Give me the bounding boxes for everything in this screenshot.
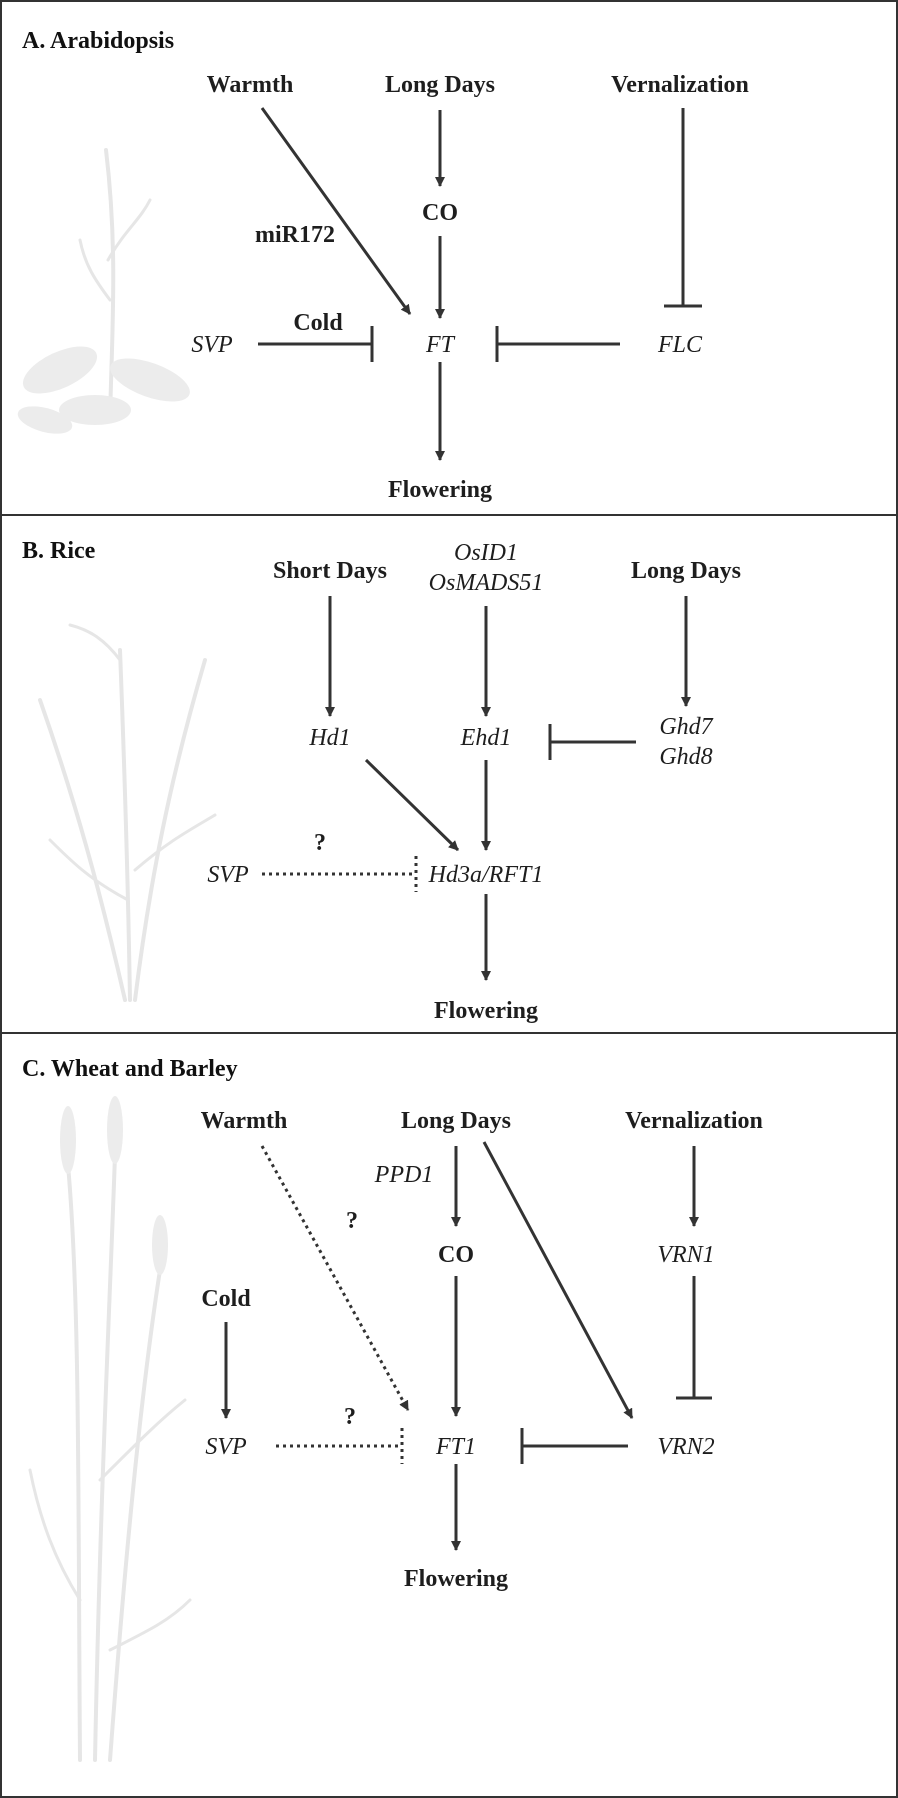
warmth-question-mark: ? [346, 1208, 358, 1234]
mir172-label: miR172 [255, 222, 335, 248]
svp-label: SVP [207, 862, 249, 888]
vrn1-label: VRN1 [657, 1242, 714, 1268]
long-days-label: Long Days [631, 558, 741, 584]
vernalization-label: Vernalization [611, 72, 749, 98]
hd1-label: Hd1 [308, 725, 350, 751]
long-days-label: Long Days [385, 72, 495, 98]
short-days-label: Short Days [273, 558, 387, 584]
panel-c-title: C. Wheat and Barley [22, 1056, 238, 1082]
osid1-label: OsID1 [454, 540, 518, 566]
ghd7-label: Ghd7 [659, 714, 713, 740]
vrn2-label: VRN2 [657, 1434, 714, 1460]
co-label: CO [438, 1242, 474, 1268]
ppd1-label: PPD1 [374, 1162, 434, 1188]
flowering-label: Flowering [434, 998, 538, 1024]
svp-label: SVP [205, 1434, 247, 1460]
ft-label: FT [425, 332, 456, 358]
warmth-label: Warmth [201, 1108, 288, 1134]
flowering-label: Flowering [404, 1566, 508, 1592]
ghd8-label: Ghd8 [659, 744, 712, 770]
svp-question-mark: ? [314, 830, 326, 856]
ft1-label: FT1 [435, 1434, 476, 1460]
cold-label: Cold [201, 1286, 251, 1312]
svp-label: SVP [191, 332, 233, 358]
svp-question-mark: ? [344, 1404, 356, 1430]
vernalization-label: Vernalization [625, 1108, 763, 1134]
panel-c-frame [0, 1032, 898, 1798]
panel-a-title: A. Arabidopsis [22, 28, 174, 54]
long-days-to-vrn2-arrow [482, 1141, 634, 1419]
hd1-to-hd3a-arrow [364, 758, 460, 852]
warmth-label: Warmth [207, 72, 294, 98]
flowering-label: Flowering [388, 477, 492, 503]
ehd1-label: Ehd1 [460, 725, 512, 751]
cold-label: Cold [293, 310, 343, 336]
warmth-to-ft-arrow [260, 107, 412, 315]
arabidopsis-watermark [17, 148, 190, 434]
long-days-label: Long Days [401, 1108, 511, 1134]
warmth-to-ft1-dotted-arrow [260, 1145, 410, 1411]
wheat-watermark [28, 1096, 192, 1762]
rice-watermark [38, 623, 217, 1002]
flc-label: FLC [657, 332, 703, 358]
hd3a-rft1-label: Hd3a/RFT1 [428, 862, 544, 888]
panel-b-title: B. Rice [22, 538, 96, 564]
co-label: CO [422, 200, 458, 226]
osmads51-label: OsMADS51 [429, 570, 544, 596]
